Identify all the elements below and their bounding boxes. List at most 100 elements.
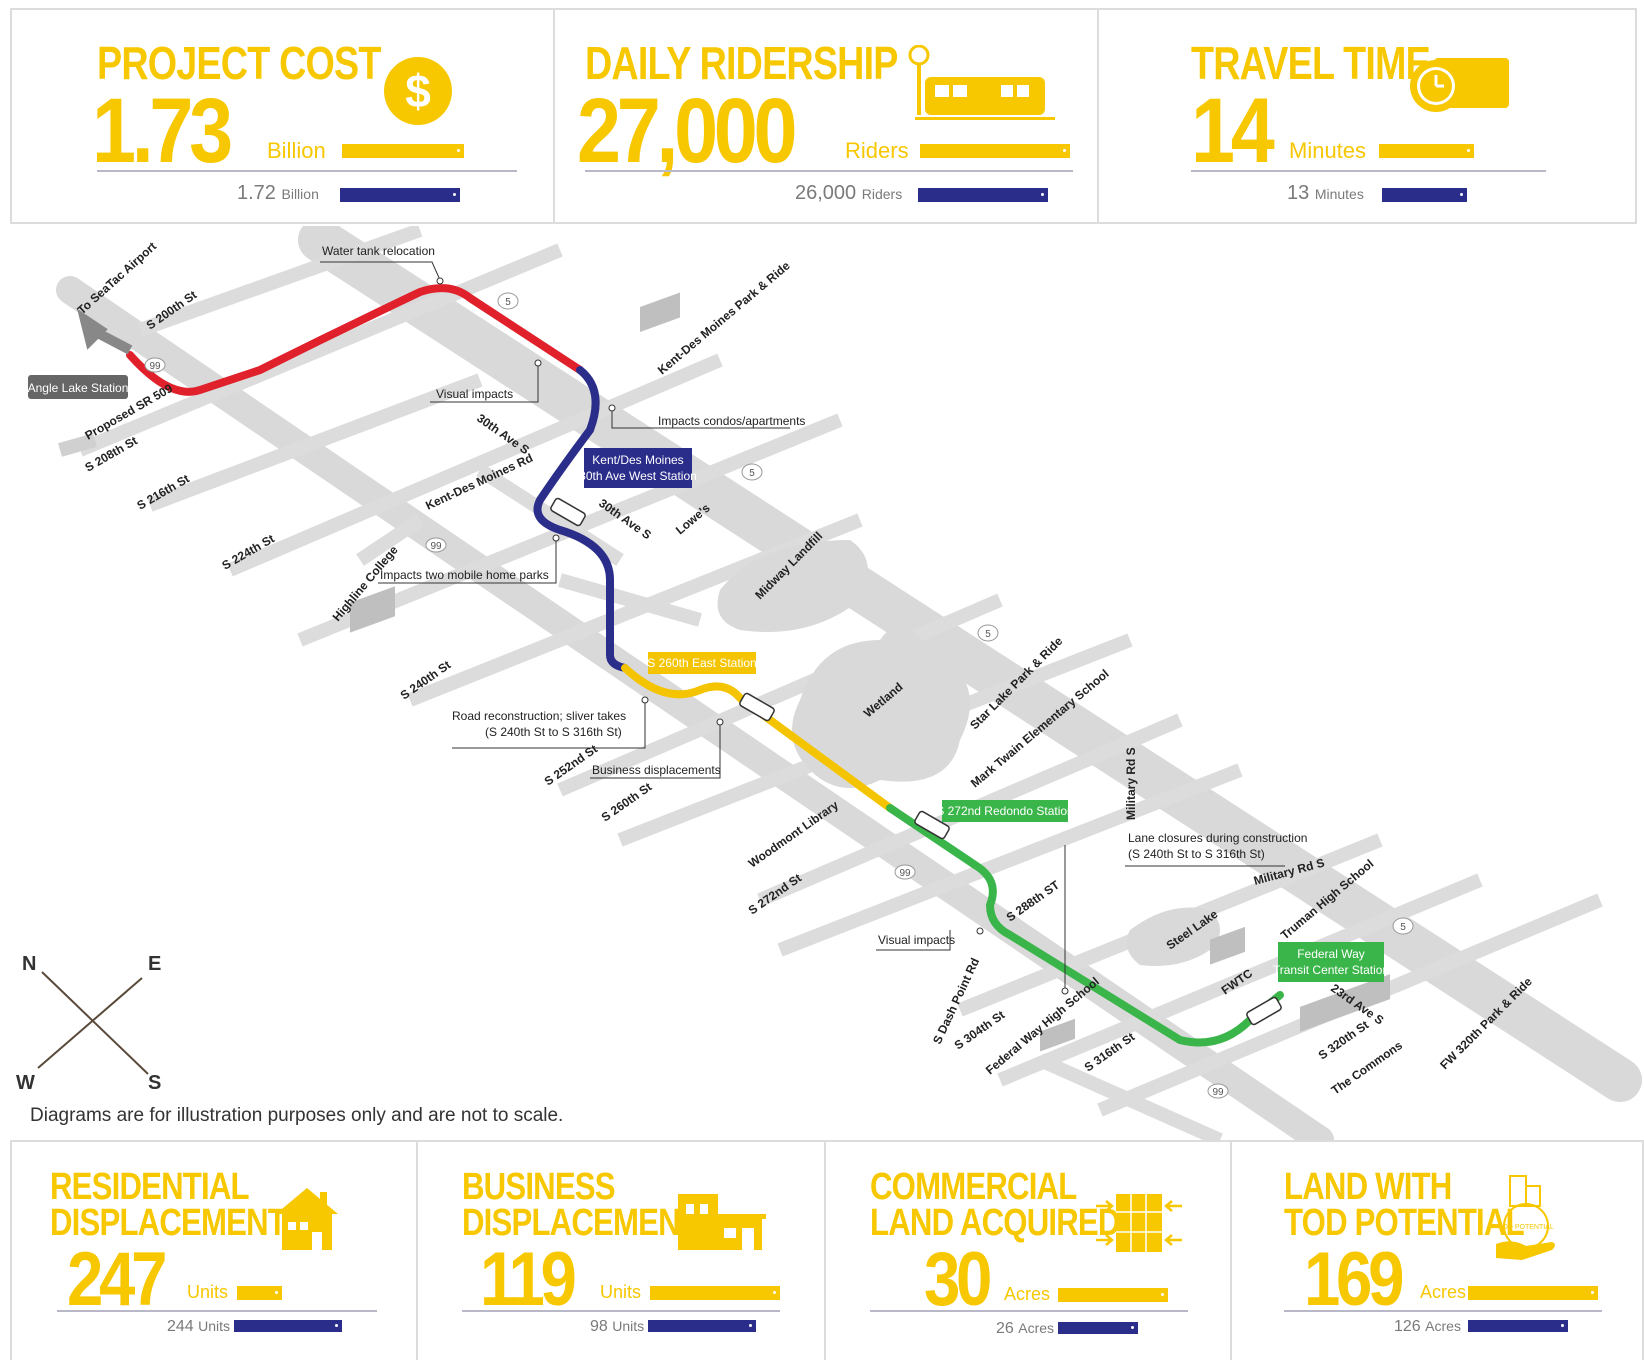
interstate-5-road xyxy=(298,226,1642,1102)
s260-street-label: S 260th St xyxy=(599,780,655,825)
steel-lake xyxy=(1126,907,1220,966)
sr99-shield-4: 99 xyxy=(1212,1087,1224,1098)
seatac-arrow xyxy=(77,308,133,355)
s272-station-label: S 272nd Redondo Station xyxy=(936,804,1073,818)
train-icon xyxy=(908,45,1055,120)
previous-value-bar xyxy=(648,1320,756,1332)
sr99-shield-3: 99 xyxy=(899,868,911,879)
divider xyxy=(57,1310,377,1312)
card-unit: Acres xyxy=(1420,1282,1467,1302)
card-title-line2: LAND ACQUIRED xyxy=(870,1202,1120,1244)
hand-city-icon: TOD POTENTIAL xyxy=(1496,1175,1555,1260)
card-value: 14 xyxy=(1191,80,1275,182)
previous-value-bar xyxy=(1468,1320,1568,1332)
divider xyxy=(97,170,517,172)
current-value-bar xyxy=(920,144,1070,158)
prev-unit: Units xyxy=(612,1318,645,1334)
kent-des-moines-station-box xyxy=(584,448,692,488)
i5-shield-1: 5 xyxy=(505,297,511,308)
route-green-segment xyxy=(886,804,1284,1047)
compass-n: N xyxy=(22,953,37,975)
prev-unit: Units xyxy=(198,1318,231,1334)
house-icon xyxy=(276,1188,338,1250)
s304-label: S 304th St xyxy=(952,1008,1008,1053)
military-label-1: Military Rd S xyxy=(1124,747,1138,820)
previous-value: 126 Acres xyxy=(1394,1318,1461,1336)
current-value-bar xyxy=(1058,1288,1168,1302)
tod-icon-text: TOD POTENTIAL xyxy=(1498,1224,1554,1231)
divider xyxy=(585,170,1073,172)
compass-e: E xyxy=(148,953,162,975)
card-unit: Riders xyxy=(845,138,909,163)
previous-value-bar xyxy=(1058,1322,1138,1334)
card-value: 169 xyxy=(1304,1237,1404,1322)
federal-way-station-label-1: Federal Way xyxy=(1297,947,1365,961)
current-value-bar xyxy=(650,1286,780,1300)
angle-lake-station-box xyxy=(28,375,128,399)
card-title-line1: COMMERCIAL xyxy=(870,1166,1077,1208)
card-title-line1: BUSINESS xyxy=(462,1166,616,1208)
current-value-bar xyxy=(342,144,464,158)
s272-street-label: S 272nd St xyxy=(746,871,804,918)
card-title: PROJECT COST xyxy=(97,37,381,89)
divider xyxy=(1191,170,1546,172)
travel-time-card: TRAVEL TIME 14 Minutes 13 Minutes xyxy=(1097,8,1637,224)
card-title: TRAVEL TIME xyxy=(1191,37,1431,89)
watch-icon xyxy=(1410,58,1509,112)
sr99-shield-1: 99 xyxy=(149,361,161,372)
prev-number: 13 xyxy=(1287,182,1310,204)
prev-unit: Minutes xyxy=(1314,186,1364,202)
compass-w: W xyxy=(16,1072,35,1094)
station-markers xyxy=(550,497,1282,1026)
previous-value-bar xyxy=(918,188,1048,202)
compass-s: S xyxy=(148,1072,162,1094)
previous-value-bar xyxy=(1382,188,1467,202)
s260-station-box xyxy=(648,652,756,674)
buildings xyxy=(350,292,1390,1052)
route-blue-segment xyxy=(533,366,629,672)
s260-station-label: S 260th East Station xyxy=(647,656,756,670)
card-value: 30 xyxy=(924,1237,992,1322)
highway-shields: 5 5 5 5 99 99 99 99 xyxy=(144,292,1414,1099)
prev-unit: Acres xyxy=(1018,1320,1055,1336)
prev-number: 1.72 xyxy=(237,182,276,204)
card-unit: Minutes xyxy=(1289,138,1367,163)
water-tank-callout: Water tank relocation xyxy=(322,244,435,258)
condos-callout: Impacts condos/apartments xyxy=(658,414,805,428)
dollar-icon: $ xyxy=(384,57,452,125)
current-value-bar xyxy=(1379,144,1474,158)
prev-number: 244 xyxy=(167,1318,194,1335)
i5-shield-3: 5 xyxy=(985,629,991,640)
divider xyxy=(870,1310,1188,1312)
current-value-bar xyxy=(237,1286,282,1300)
card-value: 27,000 xyxy=(577,80,798,182)
angle-lake-station-label: Angle Lake Station xyxy=(28,381,129,395)
card-title: DAILY RIDERSHIP xyxy=(585,37,898,89)
daily-ridership-card: DAILY RIDERSHIP 27,000 Riders 26,000 Rid… xyxy=(553,8,1099,224)
previous-value: 98 Units xyxy=(590,1318,644,1336)
kent-des-moines-station-label-1: Kent/Des Moines xyxy=(592,453,683,467)
prev-unit: Riders xyxy=(861,186,903,202)
wetland xyxy=(792,627,970,788)
card-title-line1: LAND WITH xyxy=(1284,1166,1452,1208)
prev-unit: Billion xyxy=(281,186,319,202)
prev-number: 26,000 xyxy=(795,182,857,204)
route-gold-segment xyxy=(621,664,894,812)
road-reconstruction-callout-1: Road reconstruction; sliver takes xyxy=(452,709,626,723)
previous-value-bar xyxy=(340,188,460,202)
card-unit: Acres xyxy=(1004,1284,1051,1304)
tod-potential-card: LAND WITH TOD POTENTIAL 169 Acres 126 Ac… xyxy=(1230,1140,1644,1360)
card-unit: Billion xyxy=(267,138,326,163)
card-title-line2: TOD POTENTIAL xyxy=(1284,1202,1525,1244)
compass-icon xyxy=(37,971,149,1075)
visual-impacts-callout-1: Visual impacts xyxy=(436,387,513,401)
svg-text:$: $ xyxy=(405,65,431,117)
card-unit: Units xyxy=(600,1282,642,1302)
business-displacements-card: BUSINESS DISPLACEMENTS 119 Units 98 Unit… xyxy=(416,1140,826,1360)
card-value: 1.73 xyxy=(92,80,233,182)
prev-number: 98 xyxy=(590,1318,608,1335)
residential-displacements-card: RESIDENTIAL DISPLACEMENTS 247 Units 244 … xyxy=(10,1140,418,1360)
route-map: .road { stroke:#d9d9d9; fill:none; strok… xyxy=(28,226,1642,1146)
card-value: 119 xyxy=(480,1237,577,1322)
road-reconstruction-callout-2: (S 240th St to S 316th St) xyxy=(485,725,622,739)
